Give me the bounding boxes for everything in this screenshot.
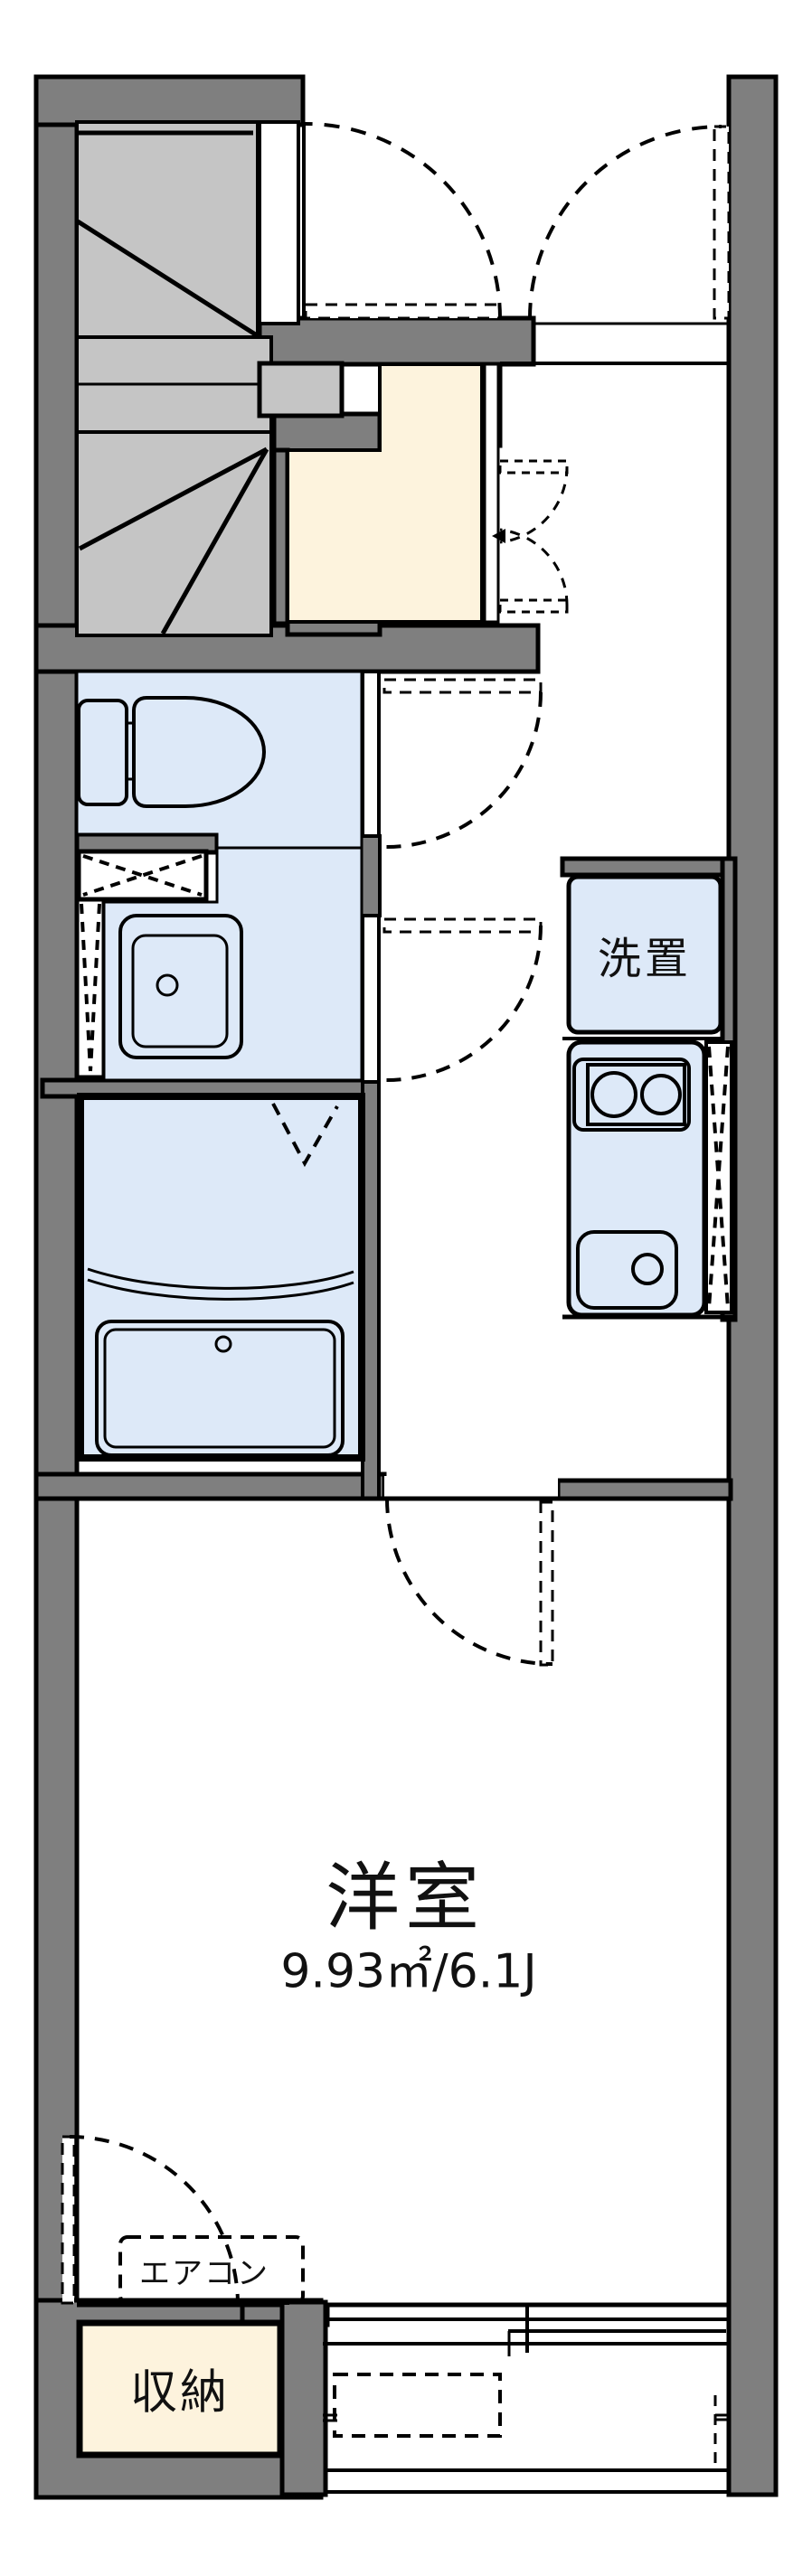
staircase — [75, 120, 345, 637]
sliding-window — [77, 2302, 729, 2356]
outdoor-unit-space — [333, 2373, 502, 2438]
entrance-step-strip — [483, 362, 500, 624]
stair-landing — [257, 361, 345, 418]
washroom-door — [382, 917, 543, 1082]
bathroom — [77, 1093, 365, 1462]
room-name-label: 洋室 — [325, 1855, 486, 1941]
pipe-shaft-right — [704, 1040, 733, 1314]
washer-space-label: 洗置 — [597, 934, 693, 984]
kitchen-sink — [576, 1230, 678, 1310]
entrance-door — [528, 125, 731, 320]
storage-label: 収納 — [129, 2365, 231, 2421]
porch-area — [302, 122, 729, 365]
room-size-label: 9.93㎡/6.1J — [280, 1944, 537, 1999]
room-door — [385, 1498, 554, 1667]
porch-inner-door — [304, 122, 502, 320]
washbasin — [118, 914, 243, 1059]
kitchen-unit — [566, 1039, 707, 1318]
bathroom-folding-door — [271, 1103, 339, 1168]
cabinet-box — [76, 849, 209, 902]
room-doorway — [384, 1476, 558, 1497]
storage-door — [61, 2135, 240, 2306]
bathtub — [95, 1320, 345, 1457]
storage-box — [76, 2319, 284, 2458]
washroom — [102, 846, 364, 1082]
closet-double-doors — [492, 459, 569, 614]
toilet-room — [75, 670, 364, 850]
entrance-area — [286, 362, 484, 624]
toilet-door — [382, 678, 543, 849]
stove-burners — [572, 1058, 691, 1132]
washer-space-box — [566, 874, 723, 1035]
stair-winder-line — [76, 219, 259, 338]
toilet — [77, 696, 267, 808]
pipe-shaft-left — [74, 897, 107, 1080]
walkway — [323, 2344, 729, 2495]
aircon-label: エアコン — [139, 2255, 269, 2292]
